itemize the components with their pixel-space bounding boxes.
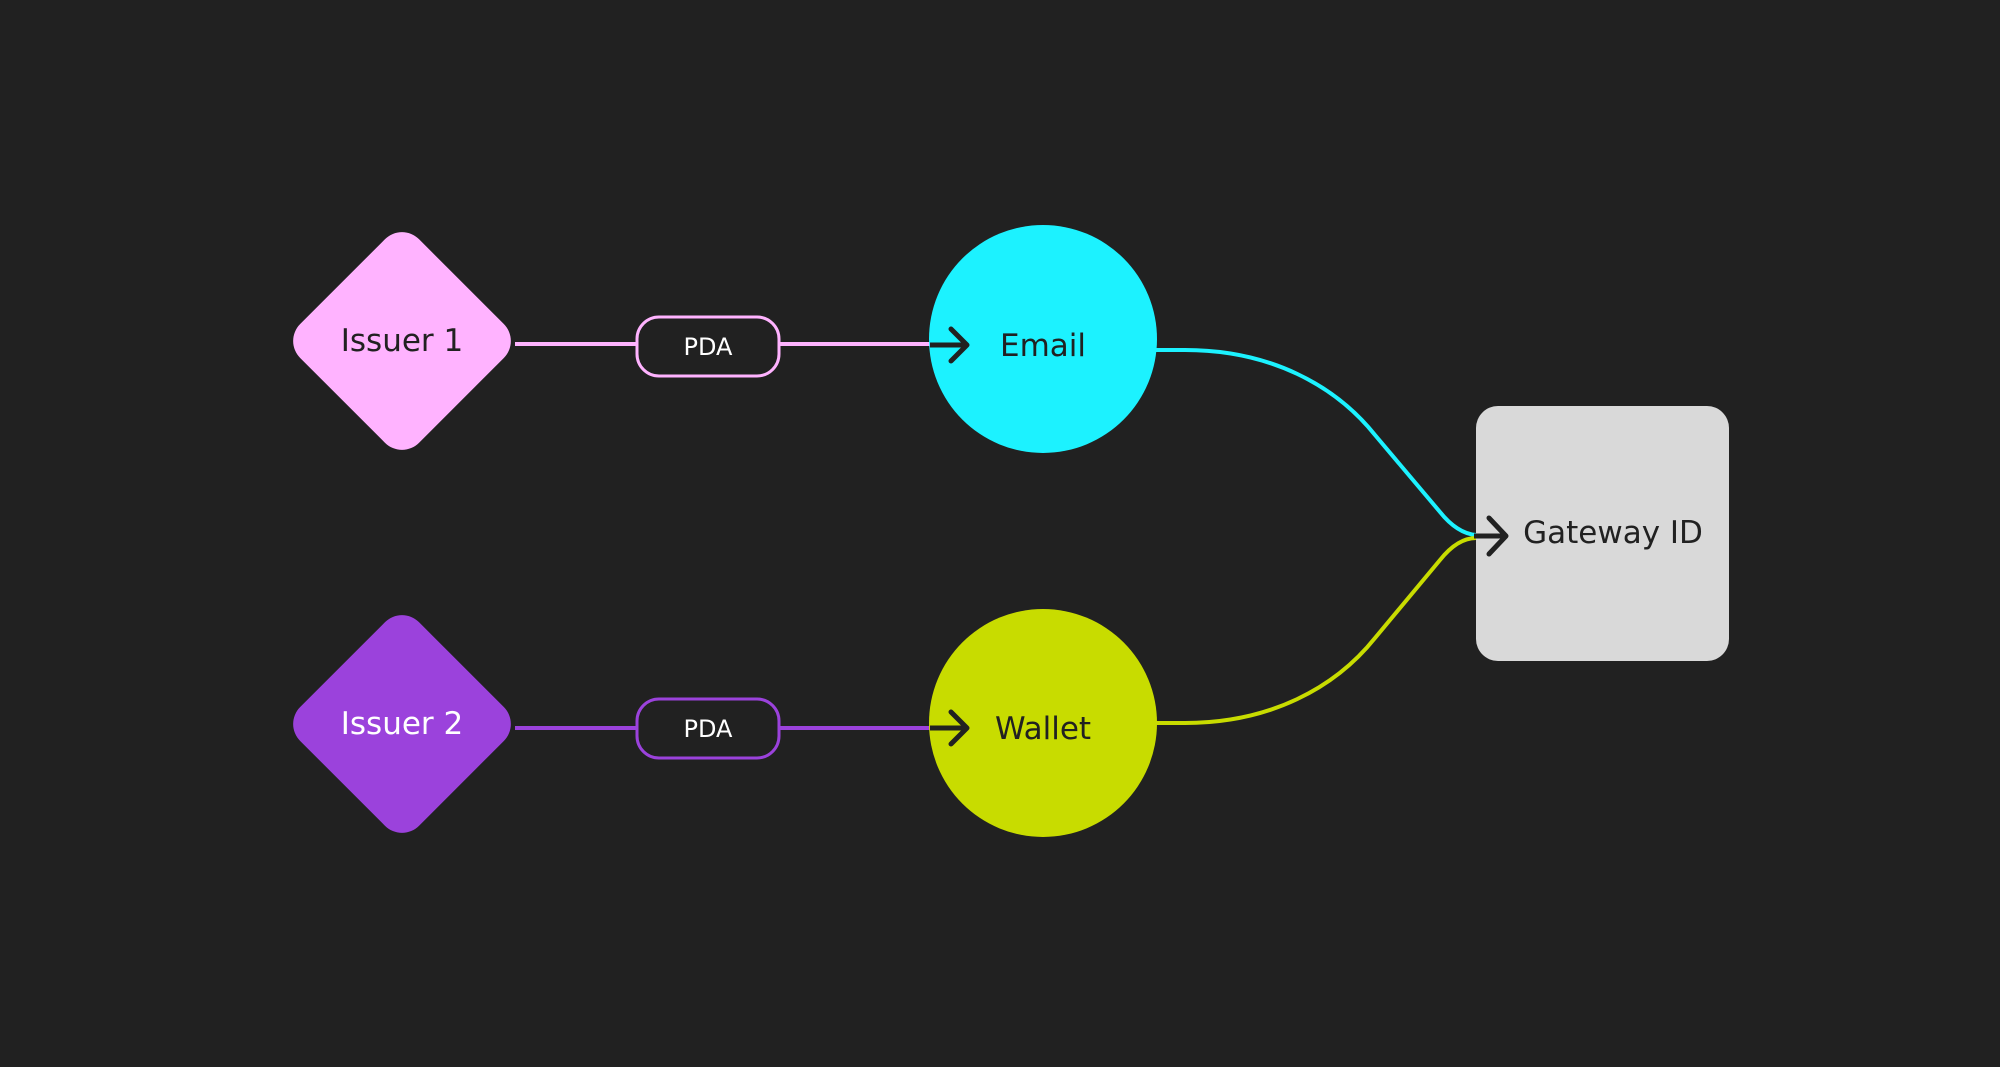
gateway-id-node[interactable]: Gateway ID <box>1474 406 1729 661</box>
arrow-head-icon <box>948 709 970 747</box>
arrow-head-icon <box>948 326 970 364</box>
edge-wallet-gateway <box>1155 536 1477 725</box>
wallet-circle-shape <box>929 609 1157 837</box>
issuer2-diamond-shape <box>293 615 511 833</box>
issuer1-diamond-shape <box>293 232 511 450</box>
pda-label-1: PDA <box>684 333 734 361</box>
gateway-box-shape <box>1476 406 1729 661</box>
gateway-id-label: Gateway ID <box>1523 515 1703 551</box>
wallet-label: Wallet <box>995 711 1091 747</box>
issuer2-label: Issuer 2 <box>341 706 464 742</box>
wallet-node[interactable]: Wallet <box>929 609 1157 837</box>
issuer2-node[interactable]: Issuer 2 <box>283 605 521 843</box>
email-label: Email <box>1000 328 1086 364</box>
pda-label-pill-2 <box>635 697 781 760</box>
email-circle-shape <box>929 225 1157 453</box>
issuer1-label: Issuer 1 <box>341 323 464 359</box>
arrow-head-icon <box>1486 515 1509 557</box>
email-node[interactable]: Email <box>929 225 1157 453</box>
edge-email-gateway <box>1155 348 1477 537</box>
pda-label-2: PDA <box>684 715 734 743</box>
pda-label-pill-1 <box>635 315 781 378</box>
issuer1-node[interactable]: Issuer 1 <box>283 222 521 460</box>
